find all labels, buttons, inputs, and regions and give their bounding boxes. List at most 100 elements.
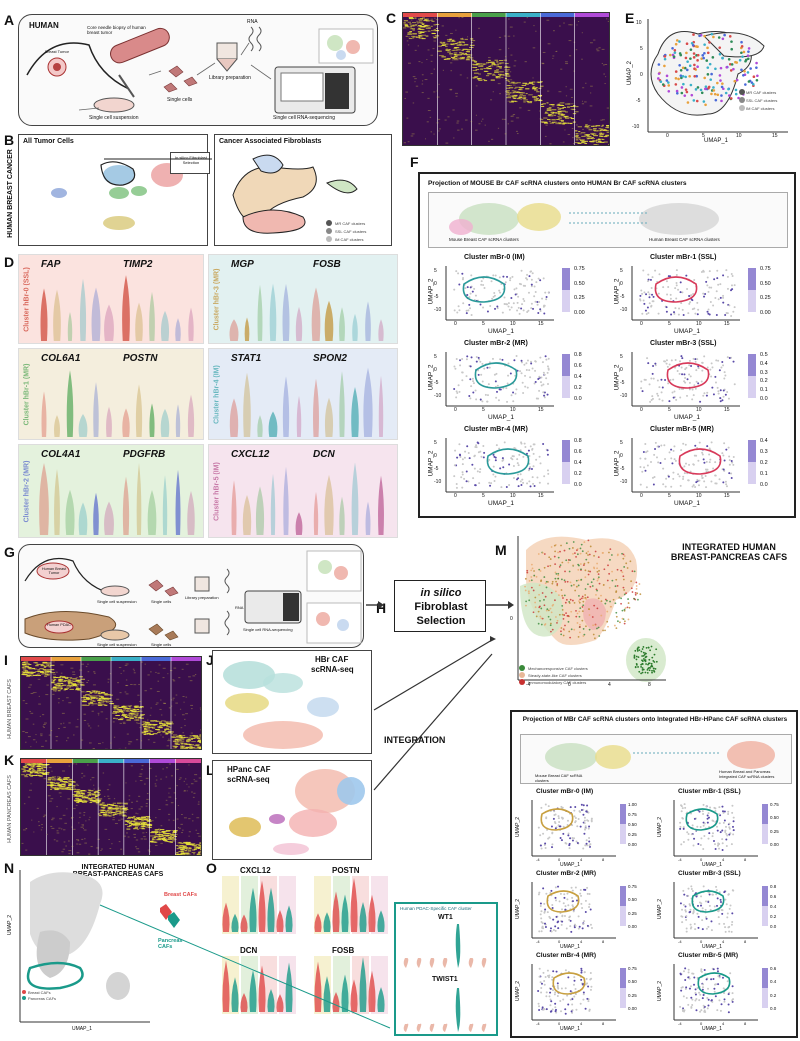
panel-p-scale-tick: 0.50 [628,897,637,903]
panel-d-violin [91,287,101,341]
panel-n-xlabel: UMAP_1 [72,1026,93,1032]
panel-f-scale-tick: 0.0 [574,482,582,488]
panel-d-violin [187,394,195,437]
panel-d-violin [147,490,157,535]
panel-d-violin [78,414,88,437]
integration-label: INTEGRATION [384,735,446,745]
panel-f-scale-tick: 0.1 [760,471,768,477]
panel-e: UMAP_1 UMAP_2 0 5 10 15 10 5 0 -5 -10 MR… [627,14,798,146]
panel-f-ytick: 0 [434,453,437,459]
panel-b-caf: Cancer Associated Fibroblasts MR CAF clu… [214,134,392,246]
heatmap-cells [21,657,201,749]
panel-f-xtick: 15 [724,321,730,327]
panel-d-violin [378,475,384,535]
panel-p-xtick: -4 [678,1021,682,1026]
panel-f-scale-tick: 0.4 [574,374,582,380]
panel-f-ytick: -10 [620,393,628,399]
panel-f-ytick: -5 [620,294,625,300]
panel-letter-o: O [206,860,217,876]
panel-f-ytick: 5 [434,354,437,360]
panel-e-ytick-2: 0 [640,72,643,78]
panel-d-gene-label: TIMP2 [123,259,153,270]
panel-n-legend-pancreas: Pancreas CAFs [28,996,57,1001]
panel-d-violin [175,318,181,341]
panel-f-ytick: 5 [620,354,623,360]
panel-letter-l: L [206,762,215,778]
panel-h-line2: Fibroblast [414,601,468,613]
panel-d-violin [229,319,239,341]
panel-e-umap [647,19,788,133]
panel-f-ytick: -5 [434,466,439,472]
panel-d-violin [175,469,181,535]
panel-o-violins [314,956,388,1014]
panel-f-ytick: 0 [434,367,437,373]
heatmap-cells [21,759,201,855]
panel-p-xtick: 4 [722,857,725,862]
panel-f-scale-tick: 0.0 [760,482,768,488]
panel-p-scale-tick: 0.50 [628,979,637,985]
panel-m-ytick-0: 0 [510,616,513,622]
panel-d-violin [54,468,60,535]
panel-b-umap-all [51,161,183,230]
panel-d-violin [149,291,155,341]
panel-f-scale-tick: 0.8 [574,352,582,358]
panel-g-suspension-1: Single cell suspension [97,599,137,604]
panel-p-scale-tick: 0.8 [770,884,777,889]
panel-p-ylabel: UMAP_2 [515,898,522,920]
panel-j: HBr CAF scRNA-seq [212,650,372,754]
panel-d-violin-plot [313,367,384,437]
panel-p-scale-tick: 0.50 [770,815,779,821]
panel-a-workflow: HUMAN Breast Tumor Core needle biopsy of… [18,14,378,126]
panel-p-xtick: 4 [722,1021,725,1026]
panel-a-core-needle: Core needle biopsy of human breast tumor [87,25,146,35]
panel-d-violin [295,306,303,341]
panel-p-xlabel: UMAP_1 [560,862,581,868]
panel-f-scale-tick: 0.00 [574,310,585,316]
panel-f-ytick: -5 [620,466,625,472]
panel-d-violin [162,475,168,535]
panel-p-plot-title: Cluster mBr-5 (MR) [678,952,739,959]
panel-f-scale-tick: 0.8 [574,438,582,444]
panel-o-box-gene-0: WT1 [438,914,453,921]
panel-f-ytick: 5 [434,268,437,274]
panel-p-scale-tick: 0.75 [628,884,637,889]
panel-f-xlabel: UMAP_1 [488,328,515,335]
panel-d-violin [122,275,130,341]
panel-d-violin [106,406,112,437]
panel-d-violin [257,415,263,437]
panel-b-all-tumor: All Tumor Cells [18,134,208,246]
panel-letter-i: I [4,652,8,668]
panel-e-ylabel: UMAP_2 [627,60,634,86]
panel-e-ytick-3: -5 [636,98,641,104]
panel-d-violin [79,278,87,341]
panel-p-xtick: 0 [700,939,703,944]
panel-l-umap [229,769,365,855]
panel-l-title1: HPanc CAF [227,765,271,774]
panel-d-cluster-label: Cluster hBr-2 (MR) [23,460,31,523]
panel-f-ytick: -10 [620,479,628,485]
panel-p-scale-tick: 0.0 [770,924,777,929]
panel-p-plot-umap [531,882,626,939]
panel-d-violin [378,319,384,341]
panel-b-caf-title: Cancer Associated Fibroblasts [219,138,322,145]
panel-f-xtick: 0 [454,407,457,413]
panel-p-plot-umap [673,882,768,939]
panel-letter-m: M [495,542,507,558]
panel-i-side-label: HUMAN BREAST CAFS [6,679,13,739]
panel-d-violin-plot [122,384,195,437]
panel-h-line1: in silico [420,587,462,599]
panel-n-pancreas: Pancreas CAFs [158,938,183,950]
panel-f-ytick: 5 [434,440,437,446]
panel-letter-n: N [4,860,15,876]
panel-a-illustration [26,26,374,114]
panel-d-violin [339,307,345,341]
panel-a-breast-tumor: Breast Tumor [45,49,70,54]
panel-d-cluster-label: Cluster hBr-1 (MR) [23,363,31,426]
panel-f-ytick: -10 [434,393,442,399]
panel-j-title2: scRNA-seq [311,665,354,674]
panel-f-plot-umap [445,266,570,321]
panel-d-violin [339,496,345,535]
